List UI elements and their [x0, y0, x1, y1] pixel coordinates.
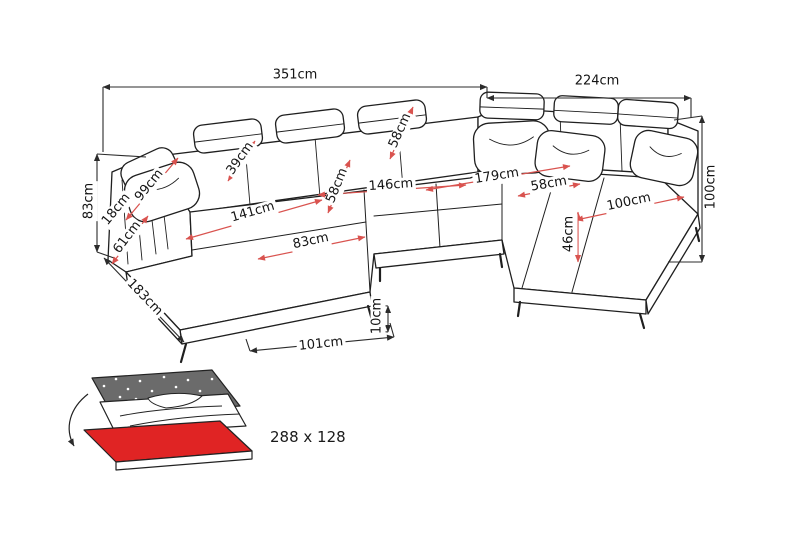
dim-label-leg-height: 10cm — [369, 295, 386, 337]
dim-label-right-seat-height: 46cm — [561, 213, 578, 255]
dim-label-left-height: 83cm — [81, 180, 98, 222]
dim-label-right-height: 100cm — [703, 162, 720, 212]
dim-label-total-width: 351cm — [270, 67, 320, 84]
sofa-bed-unfold-icon — [67, 369, 253, 471]
dimension-lines-outer — [93, 83, 706, 354]
bed-unfold-arrow — [67, 393, 89, 447]
sleeping-area-size-label: 288 x 128 — [270, 428, 346, 446]
dim-label-total-depth: 224cm — [572, 73, 622, 90]
bed-pillow — [147, 392, 203, 409]
bed-mattress-front — [115, 450, 253, 471]
